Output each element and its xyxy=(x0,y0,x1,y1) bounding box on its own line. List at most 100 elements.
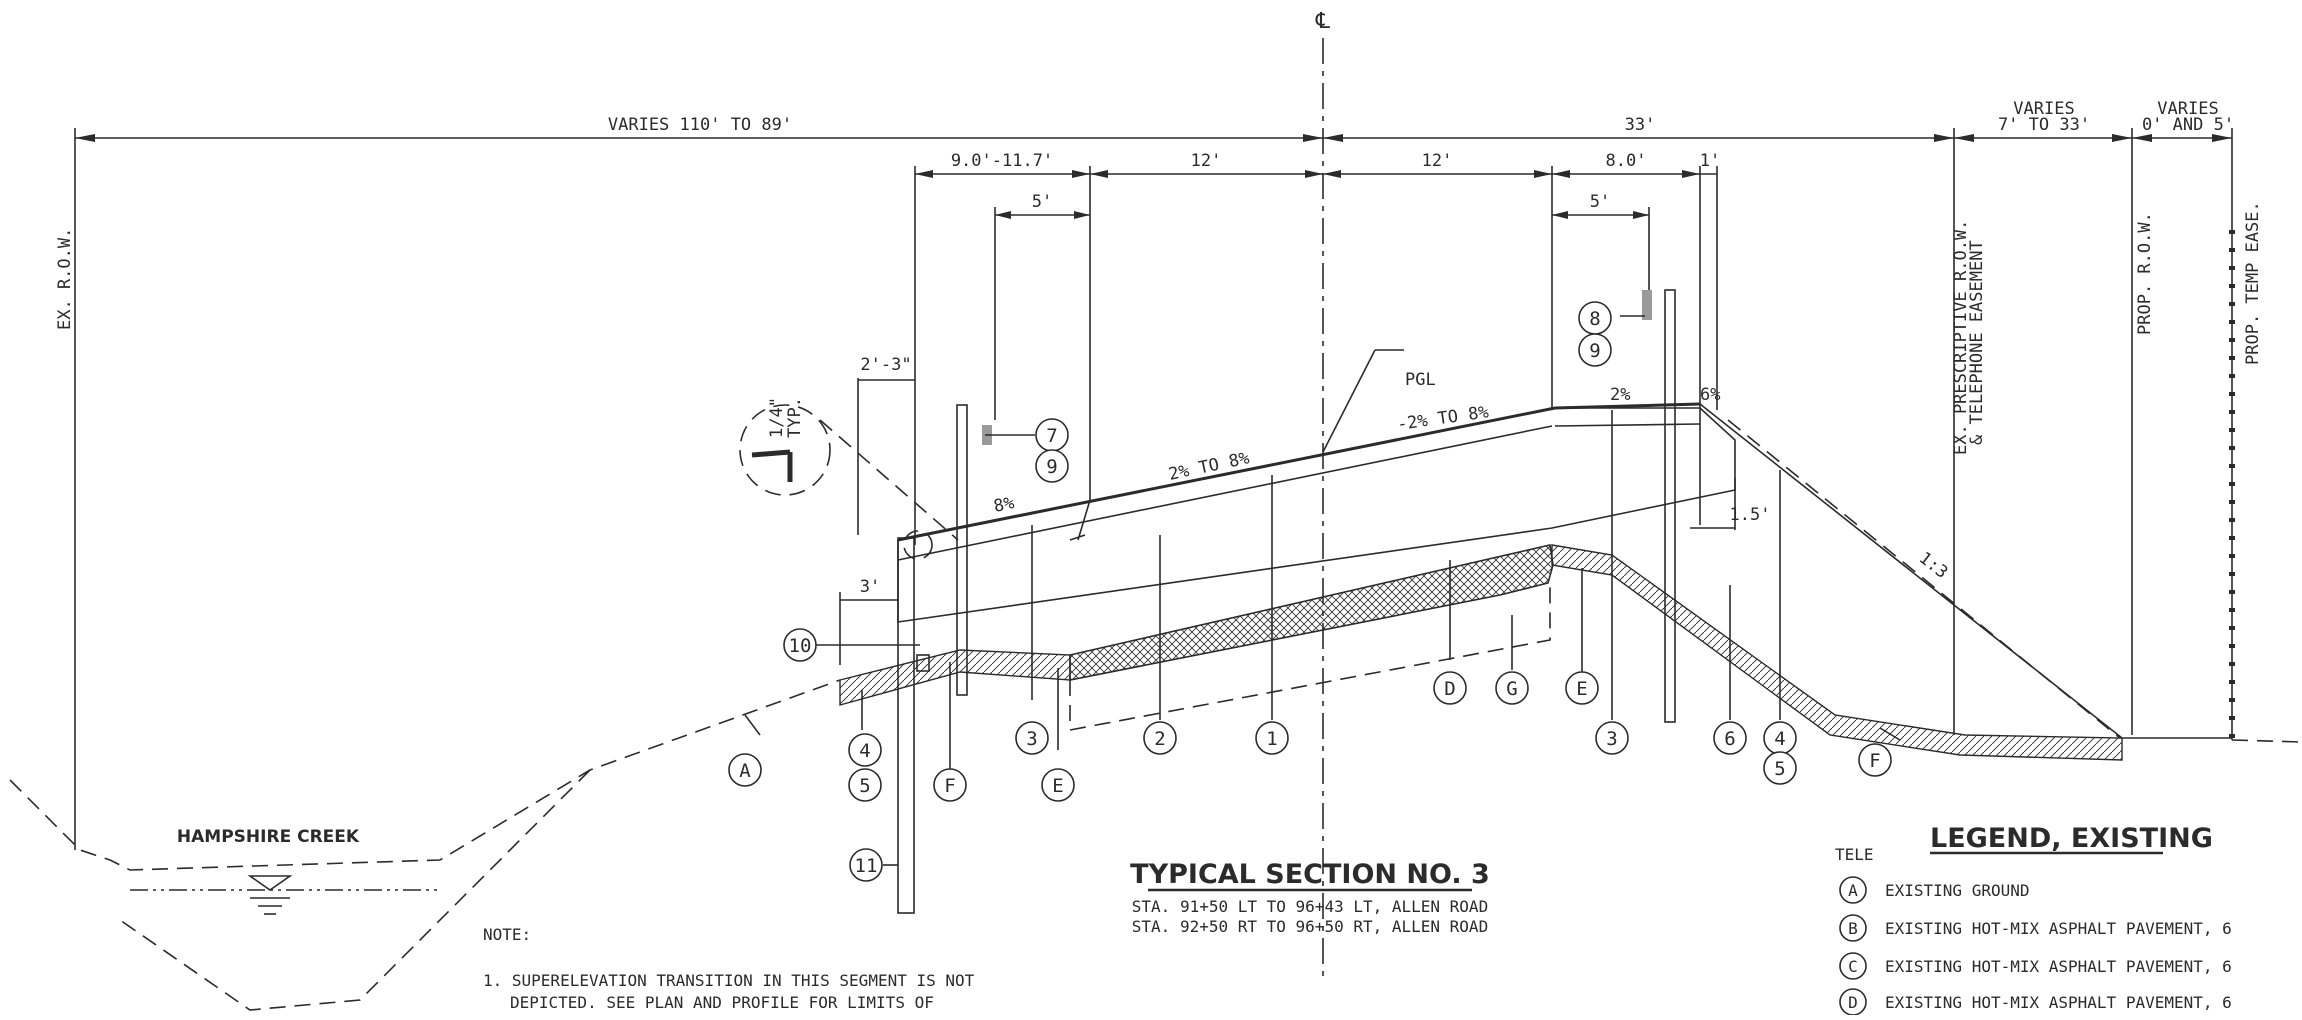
callout-E-label: E xyxy=(1052,775,1063,797)
callout-6: 6 xyxy=(1713,721,1747,755)
slope-right-edge: 6% xyxy=(1700,385,1720,405)
callout-F-label: F xyxy=(944,775,955,797)
dim-left-lane: 12' xyxy=(1191,151,1222,171)
centerline-symbol: ℄ xyxy=(1315,9,1331,34)
callout-7: 7 xyxy=(1035,418,1069,452)
label-prescriptive-1: EX. PRESCRIPTIVE R.O.W. xyxy=(1951,220,1971,455)
callout-2: 2 xyxy=(1143,721,1177,755)
callout-G: G xyxy=(1495,671,1529,705)
legend-item-c: C EXISTING HOT-MIX ASPHALT PAVEMENT, 6 xyxy=(1839,952,2232,980)
dim-right-total: 33' xyxy=(1625,115,1656,135)
callout-3: 3 xyxy=(1015,721,1049,755)
creek-name: HAMPSHIRE CREEK xyxy=(177,827,360,847)
right-sign-panel xyxy=(1642,290,1652,320)
section-line-1: STA. 91+50 LT TO 96+43 LT, ALLEN ROAD xyxy=(1132,897,1488,916)
callout-4b-label: 4 xyxy=(1774,728,1785,750)
callout-10: 10 xyxy=(783,628,817,662)
legend-key-c: C xyxy=(1848,957,1858,976)
left-barrier-post xyxy=(897,537,915,914)
dim-left-total: VARIES 110' TO 89' xyxy=(608,115,792,135)
callout-6-label: 6 xyxy=(1724,728,1735,750)
water-level-symbol xyxy=(130,875,440,915)
legend-text-d: EXISTING HOT-MIX ASPHALT PAVEMENT, 6 xyxy=(1885,993,2232,1012)
callout-3b-label: 3 xyxy=(1606,728,1617,750)
label-temp-ease: PROP. TEMP EASE. xyxy=(2243,201,2263,365)
callout-A-label: A xyxy=(739,760,751,782)
label-prop-row: PROP. R.O.W. xyxy=(2135,212,2155,335)
callout-11-label: 11 xyxy=(855,855,878,877)
existing-pavement-hatch xyxy=(1069,544,1554,681)
callout-1-label: 1 xyxy=(1266,728,1277,750)
callout-10-label: 10 xyxy=(789,635,812,657)
dim-three-ft: 3' xyxy=(860,577,880,597)
callout-4-label: 4 xyxy=(859,740,870,762)
callout-E: E xyxy=(1041,768,1075,802)
dim-varies-a-2: 7' TO 33' xyxy=(1998,115,2090,135)
section-title: TYPICAL SECTION NO. 3 xyxy=(1130,859,1490,890)
callout-3b: 3 xyxy=(1595,721,1629,755)
dim-quarter-2: TYP. xyxy=(785,397,805,438)
five-ft-dims: 5' 5' xyxy=(994,192,1650,420)
slope-left-shoulder: 8% xyxy=(992,493,1016,517)
legend-item-a: A EXISTING GROUND xyxy=(1839,876,2030,904)
callout-9b-label: 9 xyxy=(1589,340,1600,362)
callout-F: F xyxy=(933,768,967,802)
callout-Eb-label: E xyxy=(1576,678,1587,700)
legend-key-a: A xyxy=(1848,881,1858,900)
callout-G-label: G xyxy=(1506,678,1517,700)
callout-8: 8 xyxy=(1578,301,1612,335)
callout-A: A xyxy=(728,753,762,787)
legend-text-c: EXISTING HOT-MIX ASPHALT PAVEMENT, 6 xyxy=(1885,957,2232,976)
dim-five-left: 5' xyxy=(1032,192,1052,212)
legend-text-a: EXISTING GROUND xyxy=(1885,881,2030,900)
callout-9b: 9 xyxy=(1578,333,1612,367)
fill-slope-hatch-left xyxy=(839,649,1071,706)
callout-5b-label: 5 xyxy=(1774,758,1785,780)
callout-9-label: 9 xyxy=(1046,456,1057,478)
fill-slope-hatch-right xyxy=(1551,544,2123,761)
callout-5b: 5 xyxy=(1763,751,1797,785)
right-sign-post xyxy=(1664,289,1676,723)
dim-right-shoulder: 8.0' xyxy=(1606,151,1647,171)
leader-lines xyxy=(744,315,1901,866)
callout-D-label: D xyxy=(1444,678,1455,700)
legend-key-d: D xyxy=(1848,993,1858,1012)
dim-one-ft: 1' xyxy=(1700,151,1720,171)
lane-dimensions: 9.0'-11.7' 12' 12' 8.0' 1' xyxy=(914,151,1720,545)
label-prescriptive-2: & TELEPHONE EASEMENT xyxy=(1967,240,1987,445)
callout-9: 9 xyxy=(1035,449,1069,483)
callout-7-label: 7 xyxy=(1046,425,1057,447)
tele-label: TELE xyxy=(1835,845,1874,864)
legend-item-d: D EXISTING HOT-MIX ASPHALT PAVEMENT, 6 xyxy=(1839,988,2232,1016)
dim-right-lane: 12' xyxy=(1422,151,1453,171)
dim-varies-a-1: VARIES xyxy=(2013,99,2074,119)
dim-varies-b-2: 0' AND 5' xyxy=(2142,115,2234,135)
dim-two-three: 2'-3" xyxy=(860,355,911,375)
callout-5: 5 xyxy=(848,768,882,802)
note-line-2: DEPICTED. SEE PLAN AND PROFILE FOR LIMIT… xyxy=(510,993,934,1012)
slope-left-lanes: 2% TO 8% xyxy=(1167,448,1251,485)
top-dimension: VARIES 110' TO 89' 33' VARIES 7' TO 33' … xyxy=(74,99,2234,850)
dim-quarter-1: 1/4" xyxy=(767,397,787,438)
note-heading: NOTE: xyxy=(483,925,531,944)
slope-pgl: PGL xyxy=(1405,370,1436,390)
callout-Fb-label: F xyxy=(1869,750,1880,772)
callout-3-label: 3 xyxy=(1026,728,1037,750)
callout-8-label: 8 xyxy=(1589,308,1600,330)
callout-D: D xyxy=(1433,671,1467,705)
dim-varies-b-1: VARIES xyxy=(2157,99,2218,119)
label-ex-row: EX. R.O.W. xyxy=(55,228,75,330)
slope-right-shoulder: 2% xyxy=(1610,385,1630,405)
callout-2-label: 2 xyxy=(1154,728,1165,750)
left-sign-post xyxy=(956,404,968,696)
callout-1: 1 xyxy=(1255,721,1289,755)
callout-5-label: 5 xyxy=(859,775,870,797)
legend-key-b: B xyxy=(1848,919,1858,938)
dim-left-shoulder: 9.0'-11.7' xyxy=(951,151,1053,171)
dim-five-right: 5' xyxy=(1590,192,1610,212)
drain-inlet xyxy=(916,654,930,672)
callout-4b: 4 xyxy=(1763,721,1797,755)
detail-circle xyxy=(739,404,831,496)
